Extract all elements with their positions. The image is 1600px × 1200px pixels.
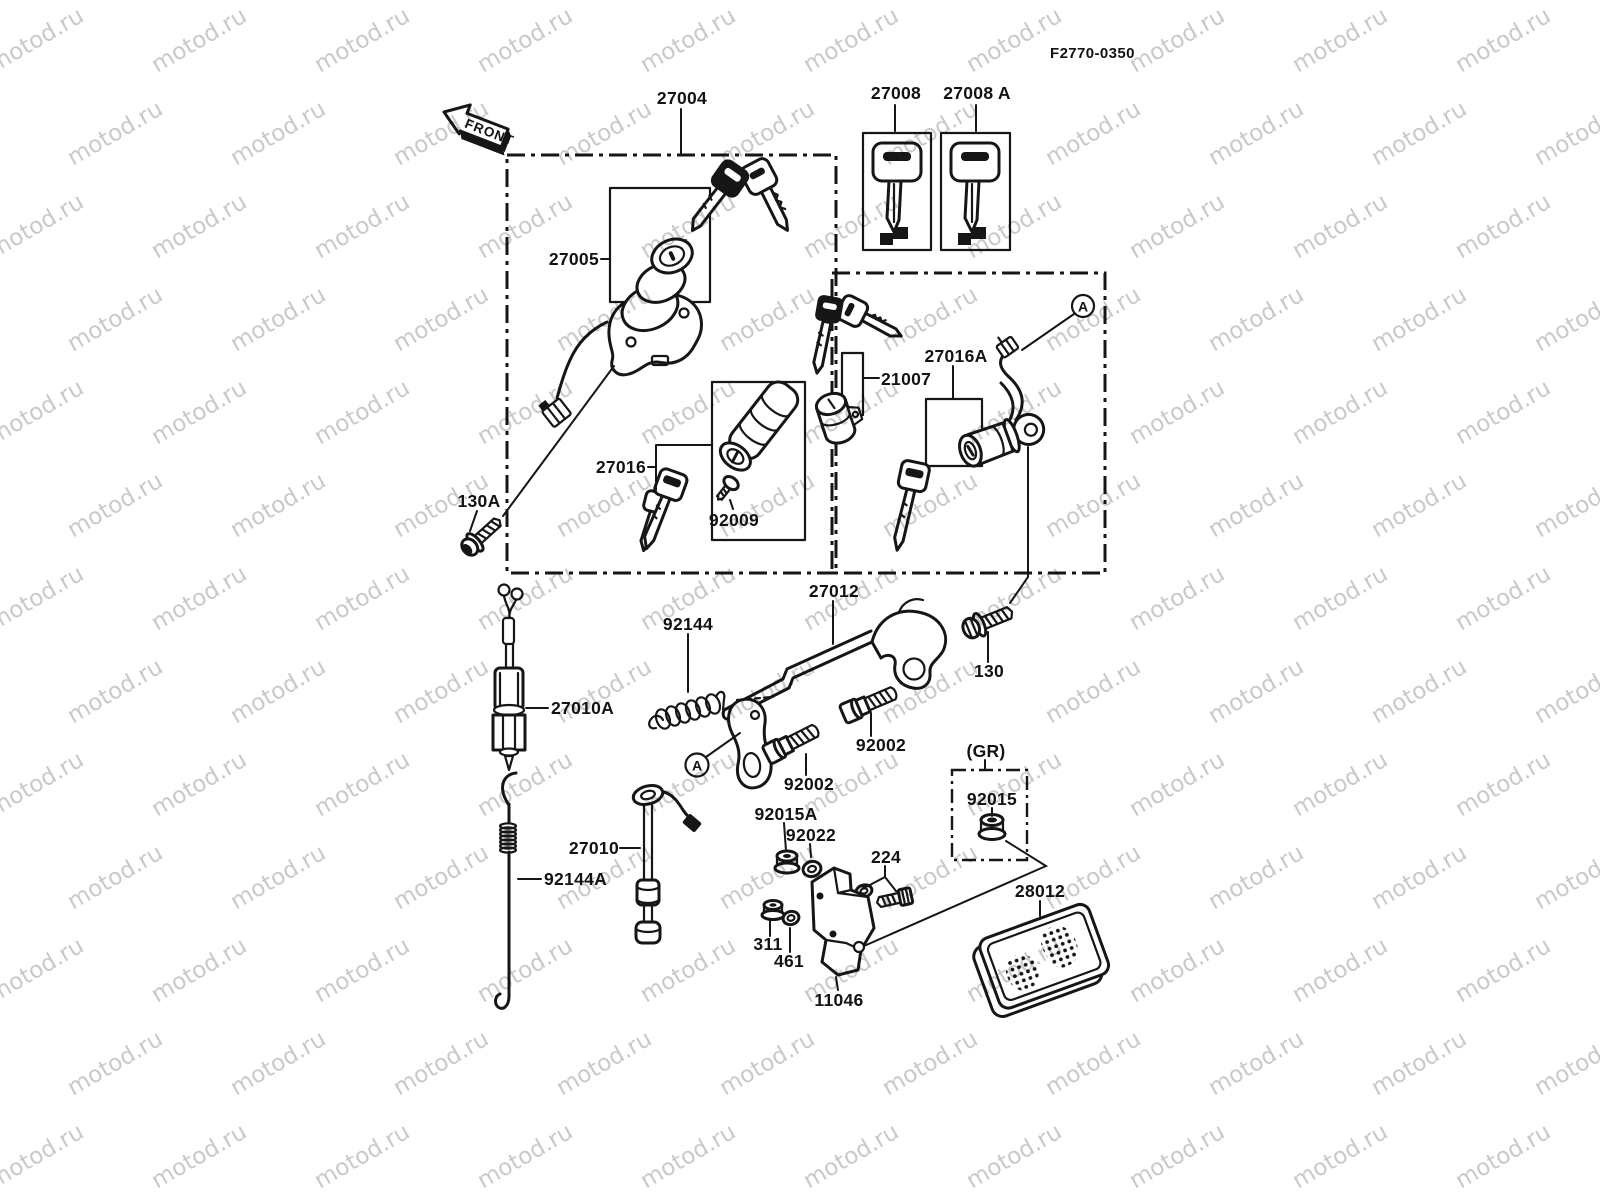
bolt-130a — [460, 517, 502, 557]
part-label-92022: 92022 — [786, 825, 836, 845]
part-label-27005: 27005 — [549, 249, 599, 269]
washer-92022 — [801, 859, 823, 879]
key-27016a — [893, 459, 931, 552]
leader-lines — [469, 104, 1075, 991]
ignition-key-left — [691, 159, 750, 232]
part-label-92015a: 92015A — [754, 804, 817, 824]
helmet-lock-connector — [995, 335, 1020, 359]
part-label-461: 461 — [774, 951, 804, 971]
part-label-92002-upper: 92002 — [856, 735, 906, 755]
part-label-27010: 27010 — [569, 838, 619, 858]
callout-a-bottom-letter: A — [692, 758, 702, 774]
part-label-21007: 21007 — [881, 369, 931, 389]
spring-92144a — [494, 771, 518, 1010]
part-label-224: 224 — [871, 847, 901, 867]
part-label-27008: 27008 — [871, 83, 921, 103]
rod-27010 — [631, 783, 702, 945]
callout-a-top: A — [1070, 293, 1096, 319]
part-label-27004: 27004 — [657, 88, 707, 108]
switch-27010a — [491, 583, 527, 772]
nut-92015a — [773, 849, 801, 875]
key-blank-27008a — [949, 141, 1001, 245]
callout-a-bottom: A — [684, 752, 710, 778]
callout-a-top-letter: A — [1078, 299, 1088, 315]
ignition-switch — [502, 157, 790, 517]
part-label-27016: 27016 — [596, 457, 646, 477]
spring-92144 — [648, 690, 726, 730]
part-label-130: 130 — [974, 661, 1004, 681]
part-label-27010a: 27010A — [551, 698, 614, 718]
key-27016 — [643, 467, 689, 551]
part-label-92144a: 92144A — [544, 869, 607, 889]
part-label-130a: 130A — [457, 491, 500, 511]
nut-92015 — [977, 813, 1007, 841]
helmet-lock-27016a — [893, 335, 1046, 604]
ignition-connector — [538, 397, 572, 428]
diagram-art: FRONT — [442, 103, 1111, 1018]
lock-cylinder-21007 — [812, 294, 903, 445]
part-label-92009: 92009 — [709, 510, 759, 530]
key-21007-left — [812, 295, 844, 375]
bracket-11046 — [810, 866, 876, 977]
key-21007-right — [835, 294, 903, 338]
reflector-28012 — [972, 902, 1111, 1018]
screw-92009 — [715, 474, 740, 501]
bolt-224 — [875, 886, 915, 908]
ignition-key-right — [739, 157, 790, 232]
part-label-92015: 92015 — [967, 789, 1017, 809]
figure-code: F2770-0350 — [1050, 45, 1135, 62]
part-label-311: 311 — [753, 934, 782, 954]
part-label-27008a: 27008 A — [943, 83, 1011, 103]
part-label-gr: (GR) — [966, 741, 1005, 761]
bolt-92002-lower — [761, 723, 820, 765]
bracket-27012 — [648, 598, 948, 790]
key-blank-27008 — [871, 141, 923, 245]
part-label-27016a: 27016A — [924, 346, 987, 366]
bolt-130 — [961, 606, 1014, 640]
part-label-11046: 11046 — [814, 990, 863, 1010]
labels-layer: F2770-0350 27004 27008 27008 A 27005 210… — [457, 45, 1134, 1010]
lock-set-27016 — [639, 380, 800, 553]
part-label-92144: 92144 — [663, 614, 713, 634]
washer-461 — [781, 909, 801, 927]
part-label-92002-lower: 92002 — [784, 774, 834, 794]
part-label-27012: 27012 — [809, 581, 859, 601]
bolt-92002-upper — [838, 686, 898, 725]
part-label-28012: 28012 — [1015, 881, 1065, 901]
